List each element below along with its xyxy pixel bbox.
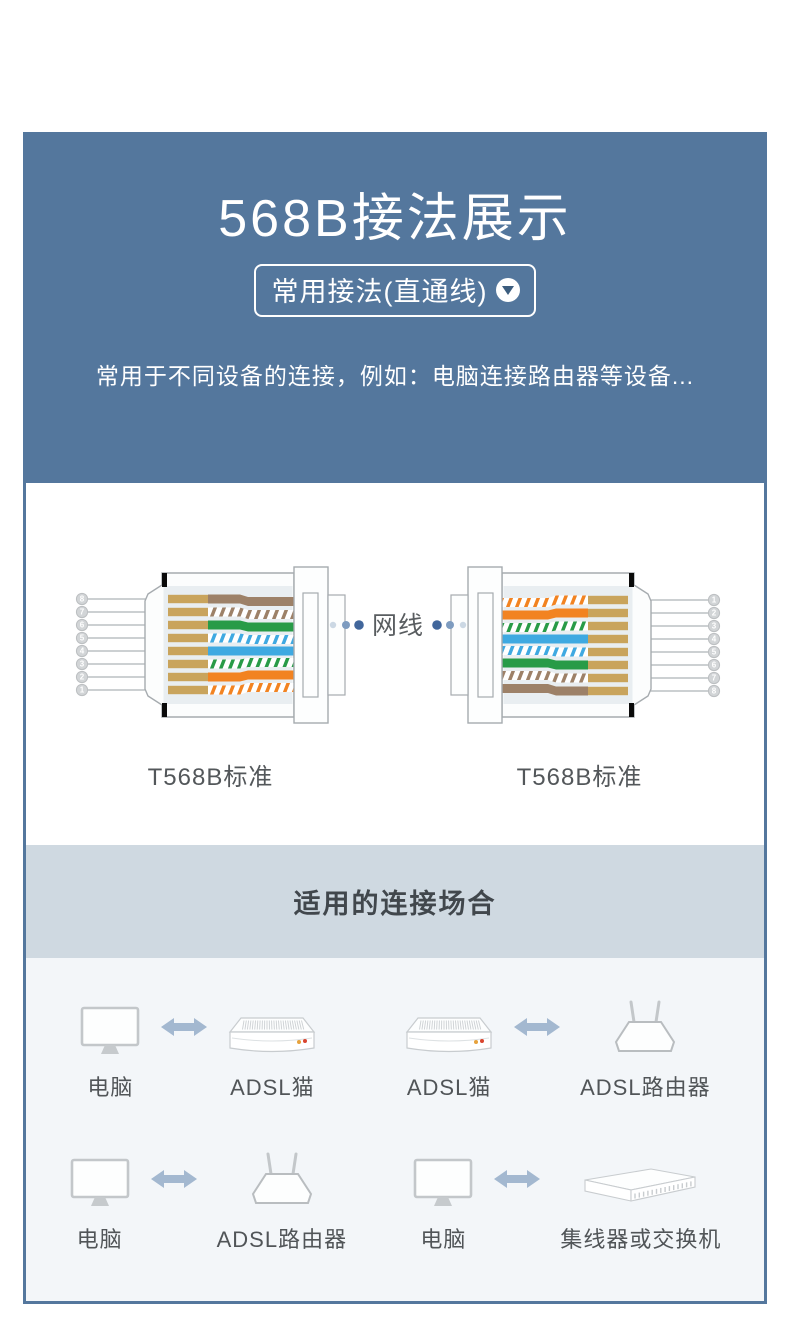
svg-text:1: 1 bbox=[712, 596, 717, 605]
modem-icon bbox=[227, 998, 317, 1056]
device-modem: ADSL猫 bbox=[227, 998, 317, 1102]
svg-text:网线: 网线 bbox=[372, 612, 424, 640]
double-arrow-icon bbox=[150, 1169, 197, 1194]
device-router: ADSL路由器 bbox=[580, 998, 710, 1102]
svg-text:4: 4 bbox=[80, 647, 85, 656]
svg-text:7: 7 bbox=[80, 608, 85, 617]
device-router: ADSL路由器 bbox=[217, 1150, 347, 1254]
wiring-type-dropdown[interactable]: 常用接法(直通线) bbox=[253, 264, 537, 318]
router-icon bbox=[611, 998, 679, 1056]
double-arrow-icon bbox=[494, 1169, 541, 1194]
switch-icon bbox=[581, 1150, 701, 1208]
diagram-captions: T568B标准 T568B标准 bbox=[26, 757, 764, 792]
svg-text:4: 4 bbox=[712, 635, 717, 644]
svg-text:2: 2 bbox=[80, 673, 85, 682]
usage-description: 常用于不同设备的连接，例如：电脑连接路由器等设备... bbox=[95, 363, 695, 390]
device-computer: 电脑 bbox=[69, 1150, 131, 1254]
double-arrow-icon bbox=[514, 1017, 561, 1042]
device-computer: 电脑 bbox=[79, 998, 141, 1102]
computer-icon bbox=[79, 998, 141, 1056]
device-label: ADSL路由器 bbox=[216, 1227, 348, 1252]
chevron-down-icon bbox=[496, 277, 521, 302]
svg-text:2: 2 bbox=[712, 609, 717, 618]
device-label: 电脑 bbox=[87, 1075, 134, 1100]
device-switch: 集线器或交换机 bbox=[560, 1150, 721, 1254]
hero-header: 568B接法展示 常用接法(直通线) 常用于不同设备的连接，例如：电脑连接路由器… bbox=[26, 135, 764, 483]
device-computer: 电脑 bbox=[412, 1150, 474, 1254]
device-label: ADSL猫 bbox=[230, 1075, 315, 1100]
device-modem: ADSL猫 bbox=[404, 998, 494, 1102]
svg-text:8: 8 bbox=[80, 595, 85, 604]
device-label: ADSL猫 bbox=[406, 1075, 492, 1100]
wiring-diagram-section: 网线 8 7 6 5 4 3 2 1 1 2 3 4 5 6 7 8 T568B标准 T568B标准 bbox=[26, 483, 764, 845]
left-plug-caption: T568B标准 bbox=[147, 764, 274, 791]
svg-text:7: 7 bbox=[712, 674, 717, 683]
connection-pair: 电脑 ADSL路由器 bbox=[69, 1150, 347, 1254]
computer-icon bbox=[69, 1150, 131, 1208]
wiring-type-label: 常用接法(直通线) bbox=[271, 277, 488, 308]
device-label: 电脑 bbox=[420, 1227, 467, 1252]
svg-text:1: 1 bbox=[80, 686, 85, 695]
section-title-band: 适用的连接场合 bbox=[26, 845, 764, 958]
rj45-wiring-diagram: 网线 8 7 6 5 4 3 2 1 1 2 3 4 5 6 7 8 bbox=[26, 557, 767, 733]
device-label: ADSL路由器 bbox=[580, 1075, 711, 1100]
svg-text:5: 5 bbox=[712, 648, 717, 657]
svg-text:5: 5 bbox=[80, 634, 85, 643]
modem-icon bbox=[404, 998, 494, 1056]
svg-text:3: 3 bbox=[80, 660, 85, 669]
device-label: 集线器或交换机 bbox=[560, 1227, 722, 1252]
svg-text:6: 6 bbox=[712, 661, 717, 670]
scenario-row: 电脑 ADSL猫 ADSL猫 ADSL路由器 bbox=[36, 998, 754, 1102]
computer-icon bbox=[412, 1150, 474, 1208]
svg-text:3: 3 bbox=[712, 622, 717, 631]
right-plug-caption: T568B标准 bbox=[516, 764, 643, 791]
section-title: 适用的连接场合 bbox=[293, 889, 497, 919]
double-arrow-icon bbox=[161, 1017, 208, 1042]
connection-pair: 电脑 集线器或交换机 bbox=[412, 1150, 721, 1254]
connection-pair: 电脑 ADSL猫 bbox=[79, 998, 317, 1102]
connection-pair: ADSL猫 ADSL路由器 bbox=[404, 998, 710, 1102]
infographic-card: 568B接法展示 常用接法(直通线) 常用于不同设备的连接，例如：电脑连接路由器… bbox=[23, 132, 767, 1304]
page-title: 568B接法展示 bbox=[218, 190, 572, 248]
svg-text:8: 8 bbox=[712, 687, 717, 696]
router-icon bbox=[248, 1150, 316, 1208]
device-label: 电脑 bbox=[76, 1227, 123, 1252]
scenario-row: 电脑 ADSL路由器 电脑 集线器或交换机 bbox=[36, 1150, 754, 1254]
svg-text:6: 6 bbox=[80, 621, 85, 630]
